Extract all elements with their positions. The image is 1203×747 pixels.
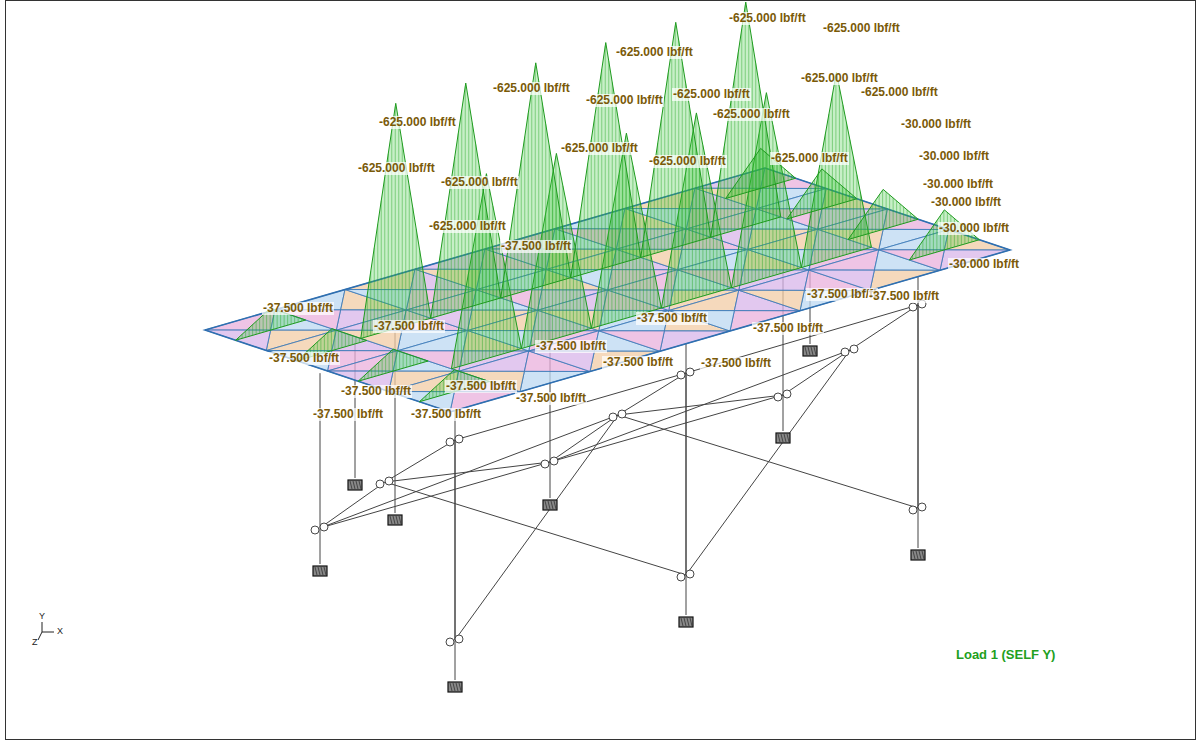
load-value: -625.000 lbf/ft xyxy=(440,176,519,189)
load-case-name: Load 1 (SELF Y) xyxy=(955,648,1056,661)
axis-triad xyxy=(38,622,54,640)
load-value: -625.000 lbf/ft xyxy=(492,82,571,95)
axis-label: Z xyxy=(31,638,39,647)
load-value: -625.000 lbf/ft xyxy=(712,108,791,121)
load-value: -625.000 lbf/ft xyxy=(357,162,436,175)
load-value: -625.000 lbf/ft xyxy=(378,116,457,129)
axis-label: X xyxy=(56,627,64,636)
load-value: -37.500 lbf/ft xyxy=(445,380,517,393)
load-value: -37.500 lbf/ft xyxy=(410,408,482,421)
support-symbols xyxy=(313,346,925,692)
load-value: -37.500 lbf/ft xyxy=(262,302,334,315)
load-value: -30.000 lbf/ft xyxy=(900,118,972,131)
load-value: -625.000 lbf/ft xyxy=(560,142,639,155)
load-value: -625.000 lbf/ft xyxy=(615,46,694,59)
load-value: -37.500 lbf/ft xyxy=(700,357,772,370)
load-diagrams xyxy=(236,2,980,402)
load-value: -37.500 lbf/ft xyxy=(268,352,340,365)
load-value: -37.500 lbf/ft xyxy=(515,392,587,405)
load-value: -30.000 lbf/ft xyxy=(938,222,1010,235)
load-value: -37.500 lbf/ft xyxy=(636,312,708,325)
load-value: -37.500 lbf/ft xyxy=(340,385,412,398)
load-value: -37.500 lbf/ft xyxy=(752,322,824,335)
view-frame xyxy=(6,1,1196,740)
load-value: -37.500 lbf/ft xyxy=(868,290,940,303)
load-value: -37.500 lbf/ft xyxy=(312,408,384,421)
load-value: -37.500 lbf/ft xyxy=(500,240,572,253)
load-value: -30.000 lbf/ft xyxy=(918,150,990,163)
load-value: -30.000 lbf/ft xyxy=(922,178,994,191)
load-value: -625.000 lbf/ft xyxy=(822,22,901,35)
load-value: -37.500 lbf/ft xyxy=(602,356,674,369)
load-value: -625.000 lbf/ft xyxy=(585,94,664,107)
load-value: -625.000 lbf/ft xyxy=(728,12,807,25)
load-value: -625.000 lbf/ft xyxy=(648,155,727,168)
load-value: -625.000 lbf/ft xyxy=(860,86,939,99)
load-value: -37.500 lbf/ft xyxy=(373,320,445,333)
load-value: -625.000 lbf/ft xyxy=(770,152,849,165)
load-value: -625.000 lbf/ft xyxy=(672,88,751,101)
load-value: -37.500 lbf/ft xyxy=(535,340,607,353)
release-symbols xyxy=(311,300,926,646)
load-value: -625.000 lbf/ft xyxy=(800,72,879,85)
load-value: -625.000 lbf/ft xyxy=(428,220,507,233)
load-value: -30.000 lbf/ft xyxy=(948,258,1020,271)
load-value: -30.000 lbf/ft xyxy=(930,196,1002,209)
axis-label: Y xyxy=(38,612,46,621)
